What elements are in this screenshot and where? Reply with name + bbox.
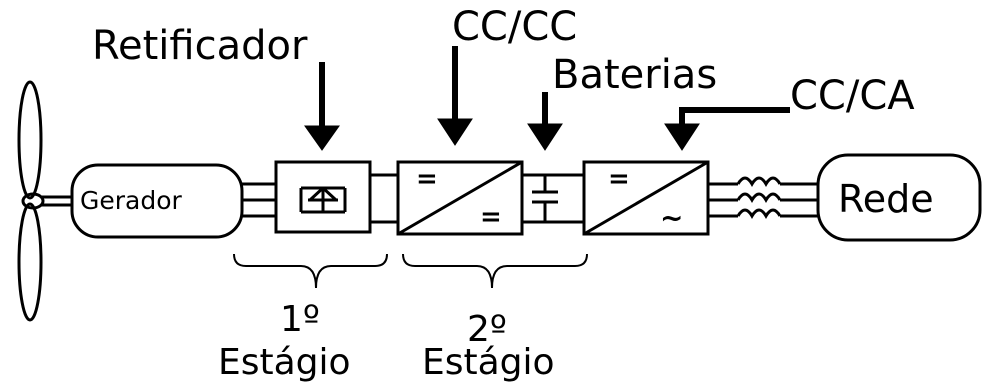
grid-label: Rede	[838, 177, 934, 221]
dcdc-input-symbol: =	[416, 164, 438, 194]
inductor-phase-b	[736, 192, 782, 203]
dcac-input-symbol: =	[608, 164, 630, 194]
stage2-number: 2º	[467, 309, 507, 350]
dcdc-arrow-head	[437, 118, 473, 146]
stage1-number: 1º	[280, 299, 320, 340]
rectifier-label: Retificador	[92, 23, 308, 69]
dcdc-label: CC/CC	[452, 4, 578, 50]
rectifier-box	[274, 160, 372, 234]
batteries-arrow-head	[527, 123, 563, 151]
turbine-hub	[21, 192, 45, 210]
stage1-word: Estágio	[218, 342, 351, 383]
turbine-blade-bottom	[17, 202, 43, 322]
dcac-arrow-head	[664, 123, 700, 151]
dcdc-box	[396, 160, 524, 236]
batteries-label: Baterias	[552, 52, 718, 98]
dcac-box	[582, 160, 710, 236]
stage2-word: Estágio	[422, 342, 555, 383]
stage1-brace	[233, 253, 388, 289]
inductor-phase-c	[736, 208, 782, 219]
generator-label: Gerador	[80, 186, 182, 215]
dcdc-output-symbol: =	[480, 202, 502, 232]
turbine-blade-top	[17, 80, 43, 200]
stage2-brace	[402, 253, 588, 289]
inductor-phase-a	[736, 176, 782, 187]
dcac-arrow-shaft	[679, 107, 790, 130]
grid-box	[816, 153, 982, 242]
dcac-label: CC/CA	[790, 73, 915, 119]
dcac-output-symbol: ~	[660, 201, 684, 234]
rectifier-arrow-head	[304, 125, 340, 151]
